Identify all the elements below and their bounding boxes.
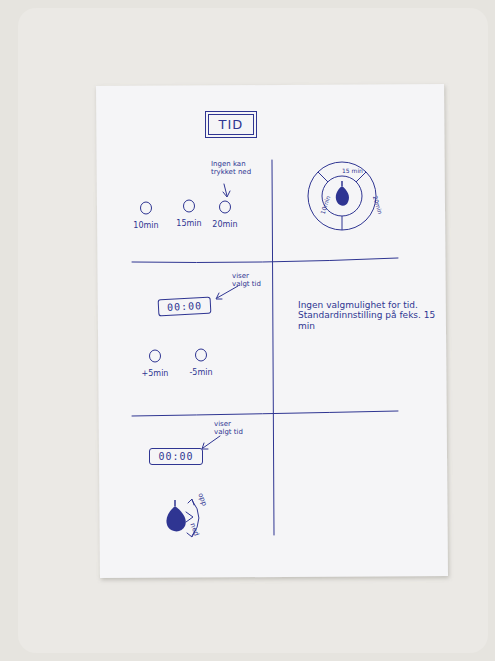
round-button: 10min [133, 201, 158, 230]
button-circle [148, 349, 162, 363]
button-label: 20min [212, 220, 237, 229]
round-button: -5min [189, 348, 212, 377]
button-circle [194, 348, 208, 362]
annotation-note: viser valgt tid [232, 272, 268, 288]
time-display: 00:00 [149, 448, 202, 465]
time-display: 00:00 [158, 297, 212, 317]
round-button: 15min [176, 199, 201, 228]
rotary-dial: 15 min10min20min [306, 160, 378, 232]
design-note: Ingen valgmulighet for tid. Standardinns… [298, 300, 440, 331]
button-label: -5min [189, 368, 212, 377]
dial-label: 15 min [342, 168, 363, 174]
display-digits: 00:00 [158, 451, 193, 462]
button-label: 15min [176, 219, 201, 228]
title-text: TID [219, 117, 244, 132]
button-circle [139, 201, 153, 215]
round-button: 20min [212, 200, 237, 229]
button-circle [182, 199, 196, 213]
title-box: TID [208, 114, 255, 135]
button-label: 10min [133, 221, 158, 230]
annotation-note: Ingen kan trykket ned [211, 160, 261, 176]
rotary-knob [166, 500, 185, 531]
button-circle [218, 200, 232, 214]
button-label: +5min [142, 369, 169, 378]
round-button: +5min [142, 349, 169, 378]
display-digits: 00:00 [167, 300, 203, 313]
annotation-note: viser valgt tid [214, 420, 250, 436]
